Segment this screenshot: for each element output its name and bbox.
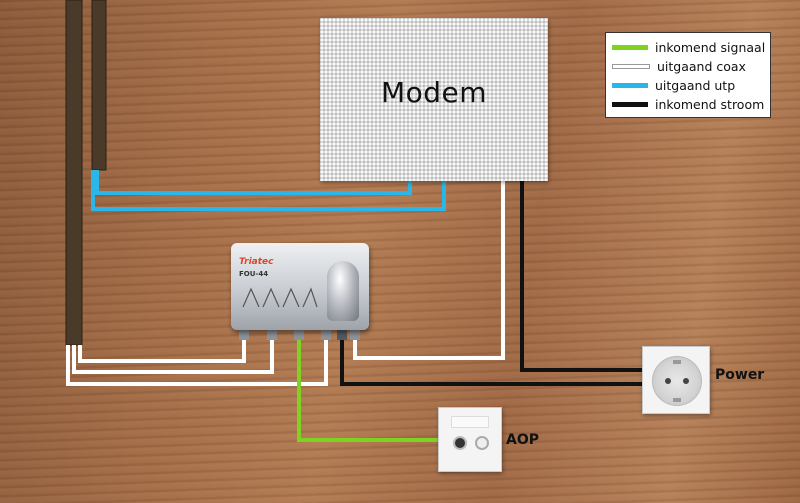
coax-cable-2 <box>72 338 274 374</box>
legend-item: uitgaand coax <box>612 57 764 76</box>
amplifier-diagram-icon <box>242 287 318 308</box>
legend-label: uitgaand coax <box>657 59 746 74</box>
signal-cable <box>297 338 456 442</box>
legend-label: inkomend stroom <box>655 97 765 112</box>
coax-jack-icon <box>453 436 467 450</box>
legend-swatch <box>612 45 648 50</box>
amplifier-model: FOU-44 <box>239 270 269 278</box>
legend-item: inkomend signaal <box>612 38 766 57</box>
connector <box>294 328 304 340</box>
connector <box>321 328 331 340</box>
amplifier-brand: Triatec <box>239 257 274 267</box>
aop-outlet <box>438 407 502 472</box>
power-cable-modem <box>520 181 642 372</box>
amplifier: Triatec FOU-44 <box>231 243 369 330</box>
power-outlet <box>642 346 710 414</box>
utp-cable-2 <box>91 170 446 211</box>
connector <box>337 328 347 340</box>
legend-swatch <box>612 83 648 88</box>
legend-item: inkomend stroom <box>612 95 764 114</box>
utp-cable-1 <box>95 170 412 195</box>
legend-label: uitgaand utp <box>655 78 736 93</box>
socket-icon <box>652 356 702 406</box>
label-slot <box>451 416 489 428</box>
connector <box>239 328 249 340</box>
legend-item: uitgaand utp <box>612 76 764 95</box>
coax-cable-modem <box>353 181 505 360</box>
legend-label: inkomend signaal <box>655 40 766 55</box>
coax-jack-icon <box>475 436 489 450</box>
legend-swatch <box>612 102 648 107</box>
power-cable-amplifier <box>340 338 642 386</box>
amplifier-dome <box>327 261 359 321</box>
modem-box: Modem <box>320 18 548 181</box>
coax-cable-3 <box>66 338 328 386</box>
legend-swatch <box>612 64 650 69</box>
conduit-pipe-left <box>65 0 83 346</box>
connector <box>267 328 277 340</box>
conduit-pipe-right <box>91 0 107 171</box>
coax-cable-1 <box>78 338 246 363</box>
legend: inkomend signaal uitgaand coax uitgaand … <box>605 32 771 118</box>
connector <box>350 328 360 340</box>
power-label: Power <box>715 367 765 383</box>
aop-label: AOP <box>506 432 539 448</box>
modem-label: Modem <box>380 76 488 109</box>
